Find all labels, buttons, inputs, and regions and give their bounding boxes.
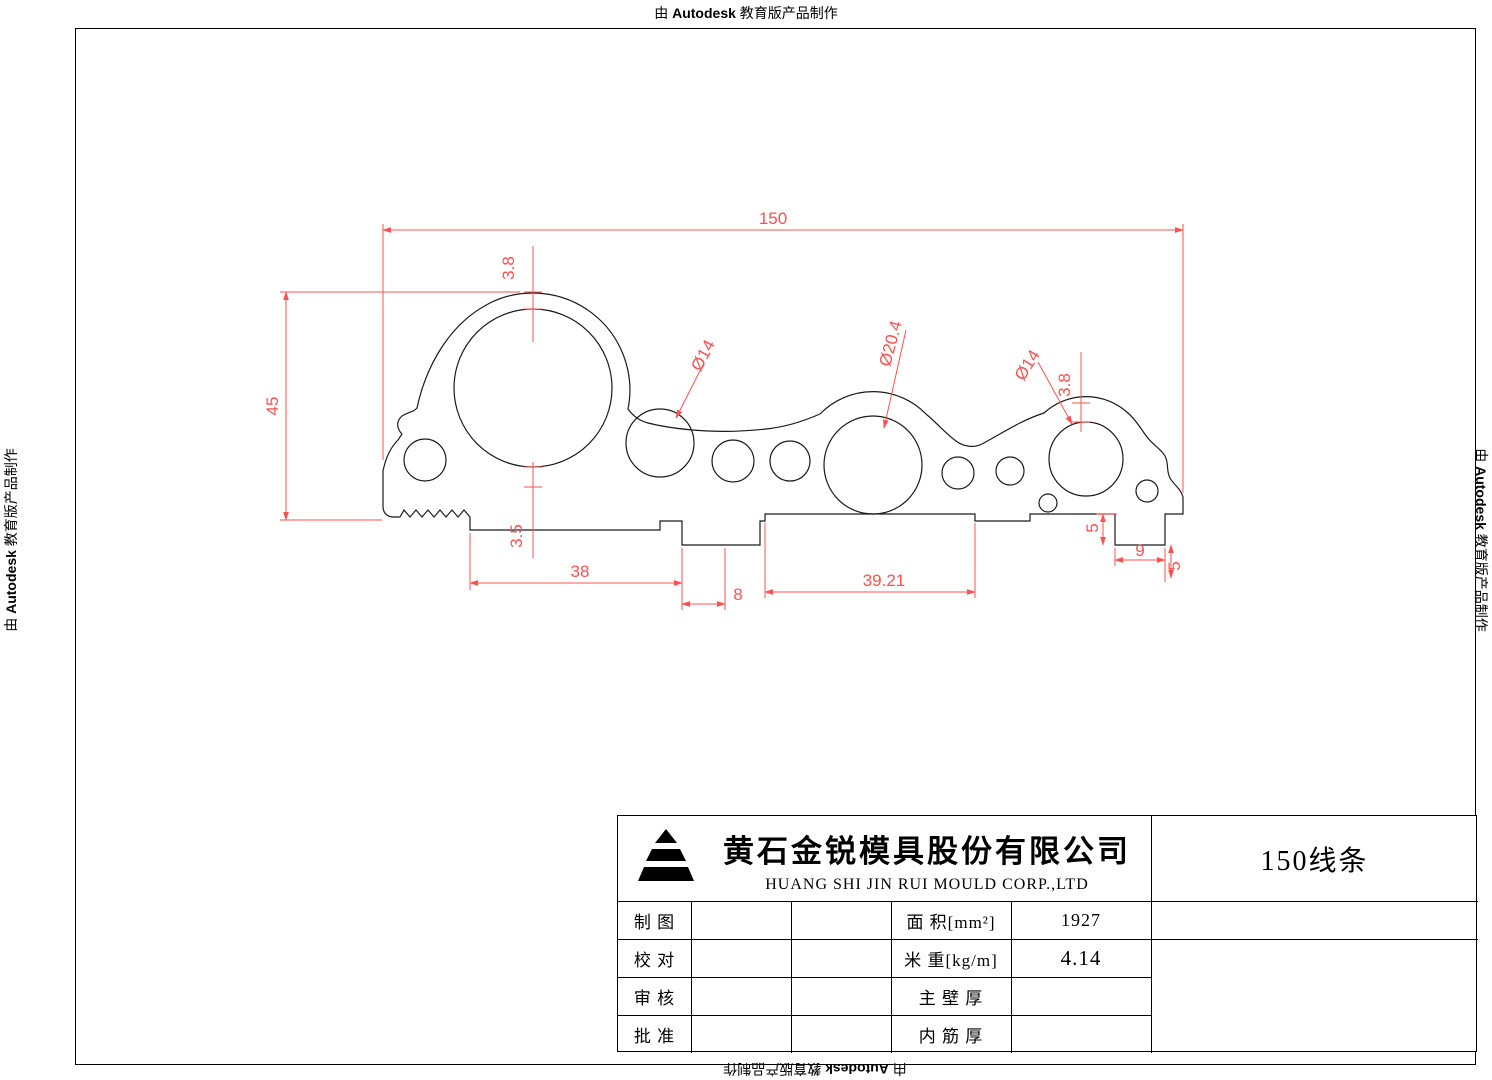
hole-d20-center [823,415,923,515]
dim-hole-center: Ø20.4 [876,319,907,429]
dim-bottom-wall-text: 3.5 [507,524,526,548]
dim-tab-width-text: 9 [1135,541,1144,560]
field-rib-value [1011,1015,1151,1053]
hole-small-2 [769,440,811,482]
row-label-approve: 批 准 [633,1026,676,1046]
drawing-frame [75,28,1476,1065]
dim-right-wall-text: 3.8 [1055,373,1074,397]
extrusion-profile-outline [382,292,1184,546]
dim-overall-height-text: 45 [263,397,282,416]
dim-right-wall: 3.8 [1055,352,1090,432]
dim-bottom-wall: 3.5 [507,462,542,558]
hole-tiny-right [1135,479,1159,503]
dim-hole-center-text: Ø20.4 [876,319,906,369]
watermark-top: 由 Autodesk 教育版产品制作 [654,3,838,23]
row-label-review: 审 核 [633,988,676,1008]
dim-tab-width: 9 [1114,541,1166,582]
dim-notch-width: 8 [681,548,743,610]
hole-small-3 [941,456,975,490]
dim-tab-height: 5 [1165,544,1184,579]
field-weight-value: 4.14 [1060,945,1102,970]
dim-hole-right-text: Ø14 [1011,346,1044,383]
dim-overall-height: 45 [263,291,520,521]
dim-hole-left: Ø14 [675,337,719,419]
hole-small-4 [995,456,1025,486]
hole-small-1 [711,439,755,483]
title-block-line [618,977,1151,978]
field-wall-value [1011,977,1151,1015]
row-label-draft: 制 图 [633,912,676,932]
title-block-line [891,901,892,1053]
row-label-check: 校 对 [633,950,676,970]
title-block-line [791,901,792,1053]
dim-center-span: 39.21 [764,523,976,598]
dim-top-wall: 3.8 [499,246,542,342]
profile-contour [382,292,1184,546]
hole-small-far-left [403,438,447,482]
title-block-divider [1151,816,1152,1053]
dim-top-wall-text: 3.8 [499,256,518,280]
dim-tab-height-text: 5 [1165,561,1184,570]
dim-base-width: 38 [469,533,683,590]
dim-base-width-text: 38 [571,562,590,581]
watermark-text: 教育版产品制作 [735,5,838,21]
field-wall-label: 主 壁 厚 [918,988,984,1008]
title-block-line [618,901,1478,902]
dim-step-height: 5 [1083,513,1117,546]
title-block-line [618,1015,1151,1016]
company-name-en: HUANG SHI JIN RUI MOULD CORP.,LTD [765,876,1089,893]
dim-notch-width-text: 8 [733,585,742,604]
title-block: 黄石金锐模具股份有限公司 HUANG SHI JIN RUI MOULD COR… [617,815,1478,1053]
title-block-line [618,939,1478,940]
dim-overall-width: 150 [382,209,1184,493]
company-name-cn: 黄石金锐模具股份有限公司 [723,833,1131,869]
dim-center-span-text: 39.21 [863,571,906,590]
dim-overall-width-text: 150 [759,209,787,228]
watermark-text: 由 [654,5,673,21]
watermark-brand: Autodesk [672,5,736,21]
title-block-line [1011,901,1012,1053]
field-weight-label: 米 重[kg/m] [904,950,998,970]
field-area-label: 面 积[mm²] [906,912,996,932]
title-block-line [691,901,692,1053]
hole-d14-right [1048,421,1124,497]
field-rib-label: 内 筋 厚 [918,1026,984,1046]
hole-d14-left [625,408,695,478]
dim-hole-left-text: Ø14 [687,337,719,374]
dim-step-height-text: 5 [1083,523,1102,532]
company-logo [636,829,696,887]
field-area-value: 1927 [1061,909,1101,930]
hole-tiny-bottom [1038,493,1058,513]
drawing-number: 150线条 [1260,845,1369,877]
